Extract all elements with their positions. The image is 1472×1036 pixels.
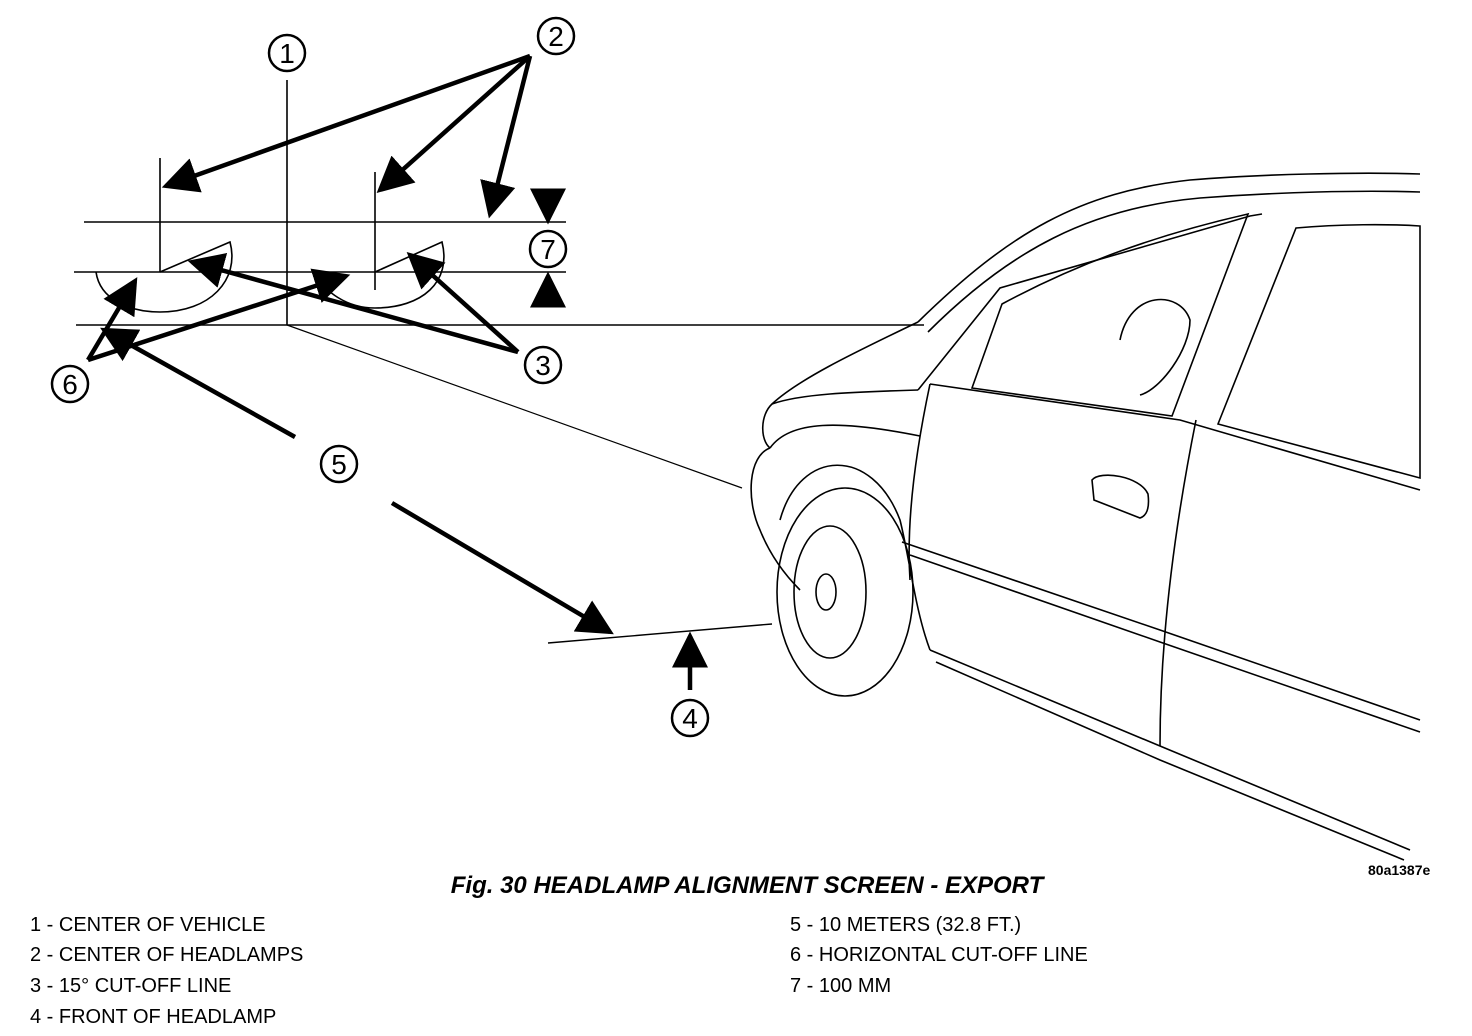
front-bumper [750,447,801,591]
wheel-arch [779,464,931,651]
hood-edge [769,424,921,449]
tire [776,487,914,697]
legend-item-3: 3 - 15° CUT-OFF LINE [30,975,232,997]
legend-item-4: 4 - FRONT OF HEADLAMP [30,1006,277,1028]
callout-1: 1 [267,33,307,73]
legend-item-1: 1 - CENTER OF VEHICLE [30,914,266,936]
rim [793,525,867,659]
door-divider [1159,419,1197,747]
svg-text:2: 2 [548,21,564,52]
callout-leaders [86,53,708,690]
svg-text:5: 5 [331,449,347,480]
left-beam-pattern [95,240,233,313]
lower-body-line [935,661,1405,861]
callout-6: 6 [50,364,90,404]
legend-item-5: 5 - 10 METERS (32.8 FT.) [790,914,1022,936]
alignment-screen [74,80,924,644]
figure-caption: Fig. 30 HEADLAMP ALIGNMENT SCREEN - EXPO… [450,872,1044,899]
roof-inner-line [927,190,1421,333]
body-side-line [901,541,1421,721]
a-pillar [929,383,1421,491]
svg-text:6: 6 [62,369,78,400]
front-fender [771,389,919,405]
callout-5: 5 [319,444,359,484]
svg-text:3: 3 [535,350,551,381]
hood-line [761,321,919,449]
callout-4: 4 [670,698,710,738]
mirror [1119,298,1191,396]
front-of-headlamp-line [547,623,773,644]
body-side-line-2 [909,554,1421,733]
rear-window [1216,223,1421,480]
hub [815,573,837,611]
callouts: 1 2 3 4 5 6 7 [50,16,710,738]
legend-item-7: 7 - 100 MM [790,975,892,997]
callout-3: 3 [523,345,563,385]
callout-7: 7 [528,229,568,269]
door-handle [1091,474,1150,519]
vehicle-illustration [750,172,1421,861]
right-beam-pattern [317,240,445,309]
legend-item-2: 2 - CENTER OF HEADLAMPS [30,944,304,966]
callout-2: 2 [536,16,576,56]
legend-item-6: 6 - HORIZONTAL CUT-OFF LINE [790,944,1088,966]
svg-text:1: 1 [279,38,295,69]
front-window [970,212,1250,417]
svg-text:4: 4 [682,703,698,734]
roof-line [917,172,1421,323]
floor-perspective-line [286,324,743,489]
rocker-line [929,649,1411,851]
svg-text:7: 7 [540,234,556,265]
image-code: 80a1387e [1368,862,1431,878]
windshield [917,213,1263,391]
